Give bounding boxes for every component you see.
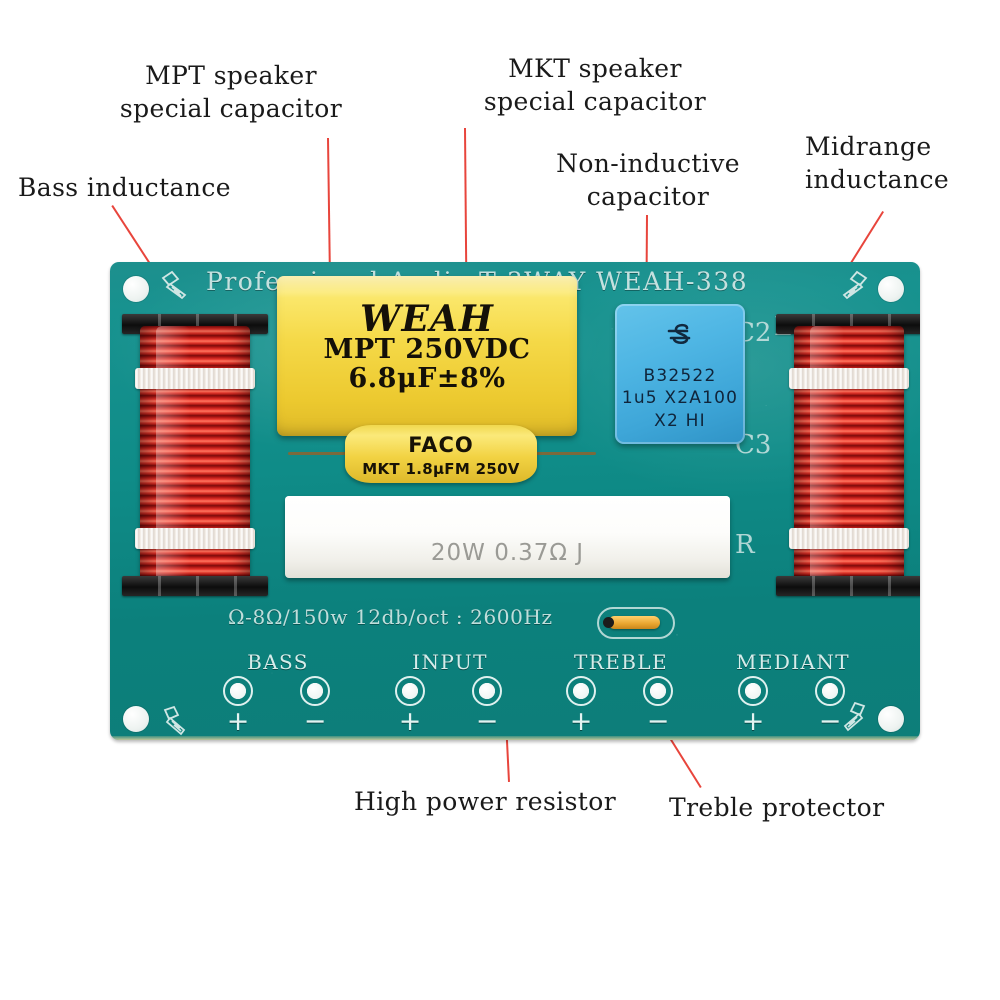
noninductive-capacitor-value: 1u5 X2A100	[621, 388, 739, 408]
treble-protector	[597, 607, 675, 639]
mpt-capacitor: WEAH MPT 250VDC 6.8μF±8%	[277, 276, 577, 436]
callout-mpt-capacitor: MPT speaker special capacitor	[119, 61, 343, 123]
screw-icon-bottom-left	[163, 706, 186, 736]
mpt-capacitor-value: 6.8μF±8%	[348, 363, 506, 394]
mpt-capacitor-highlight	[277, 276, 577, 298]
callout-bass-inductance: Bass inductance	[18, 173, 231, 202]
terminal-sign-mediant-minus: −	[818, 706, 842, 737]
mpt-capacitor-brand: WEAH	[360, 298, 494, 340]
mounting-hole-top-right	[878, 276, 904, 302]
terminal-sign-input-minus: −	[475, 706, 499, 737]
terminal-sign-treble-plus: +	[569, 706, 593, 737]
coil-tie-upper	[135, 368, 255, 389]
callout-mkt-capacitor: MKT speaker special capacitor	[483, 54, 707, 116]
terminal-label-bass: BASS	[247, 650, 309, 674]
silkscreen-spec: Ω-8Ω/150w 12db/oct : 2600Hz	[228, 605, 553, 629]
terminal-group-input: INPUT + −	[392, 650, 508, 737]
coil-tie-upper	[789, 368, 909, 389]
mounting-hole-bottom-left	[123, 706, 149, 732]
treble-protector-outline	[597, 607, 675, 639]
terminal-group-treble: TREBLE + −	[563, 650, 679, 737]
noninductive-capacitor-type: B32522	[643, 366, 717, 386]
screw-icon-bottom-right	[843, 702, 866, 732]
epcos-logo-icon	[667, 323, 691, 345]
terminal-pad-input-plus[interactable]	[395, 676, 425, 706]
treble-protector-body	[608, 616, 660, 629]
callout-treble-protector: Treble protector	[669, 793, 885, 822]
treble-protector-cap	[603, 617, 614, 628]
high-power-resistor-marking: 20W 0.37Ω J	[430, 540, 585, 566]
terminal-group-bass: BASS + −	[220, 650, 336, 737]
refdes-r: R	[735, 530, 755, 560]
coil-terminal-bar-bottom	[776, 576, 920, 596]
terminal-sign-treble-minus: −	[646, 706, 670, 737]
terminal-pad-bass-plus[interactable]	[223, 676, 253, 706]
terminal-sign-bass-plus: +	[226, 706, 250, 737]
mkt-capacitor-lead-left	[288, 452, 348, 455]
noninductive-capacitor-class: X2 HI	[654, 411, 706, 431]
terminal-label-mediant: MEDIANT	[735, 650, 851, 674]
mkt-capacitor-lead-right	[534, 452, 596, 455]
coil-tie-lower	[135, 528, 255, 549]
mkt-capacitor-brand: FACO	[408, 433, 474, 457]
crossover-pcb: Professional Audio T 3WAY WEAH-338 MAX P…	[110, 262, 920, 740]
coil-tie-lower	[789, 528, 909, 549]
mkt-capacitor-spec: MKT 1.8μFM 250V	[362, 460, 520, 478]
midrange-inductance-coil	[776, 310, 920, 600]
callout-high-power-resistor: High power resistor	[354, 787, 617, 816]
mpt-capacitor-voltage: MPT 250VDC	[323, 334, 531, 365]
terminal-pad-mediant-plus[interactable]	[738, 676, 768, 706]
bass-inductance-coil	[122, 310, 268, 600]
high-power-resistor: 20W 0.37Ω J	[285, 496, 730, 578]
terminal-label-input: INPUT	[412, 650, 488, 674]
callout-midrange-inductance: Midrange inductance	[805, 132, 950, 194]
noninductive-capacitor: B32522 1u5 X2A100 X2 HI	[615, 304, 745, 444]
mkt-capacitor: FACO MKT 1.8μFM 250V	[345, 425, 537, 483]
terminal-sign-mediant-plus: +	[741, 706, 765, 737]
terminal-pad-input-minus[interactable]	[472, 676, 502, 706]
terminal-pad-mediant-minus[interactable]	[815, 676, 845, 706]
terminal-pad-bass-minus[interactable]	[300, 676, 330, 706]
callout-noninductive-capacitor: Non-inductive capacitor	[556, 149, 740, 211]
terminal-label-treble: TREBLE	[574, 650, 668, 674]
screw-icon-top-right	[842, 270, 868, 300]
terminal-group-mediant: MEDIANT + −	[735, 650, 851, 737]
terminal-pad-treble-plus[interactable]	[566, 676, 596, 706]
terminal-pad-treble-minus[interactable]	[643, 676, 673, 706]
mounting-hole-bottom-right	[878, 706, 904, 732]
coil-terminal-bar-bottom	[122, 576, 268, 596]
mounting-hole-top-left	[123, 276, 149, 302]
terminal-sign-bass-minus: −	[303, 706, 327, 737]
terminal-sign-input-plus: +	[398, 706, 422, 737]
screw-icon-top-left	[161, 270, 187, 300]
